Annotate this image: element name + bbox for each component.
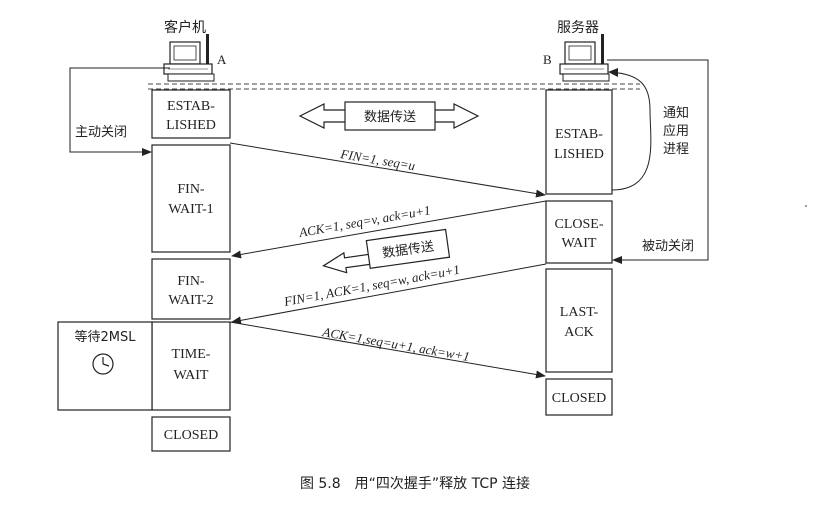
svg-text:WAIT-2: WAIT-2	[168, 293, 213, 308]
svg-text:CLOSED: CLOSED	[552, 391, 606, 406]
client-state-closed: CLOSED	[151, 416, 231, 452]
svg-text:TIME-: TIME-	[172, 347, 211, 362]
svg-text:CLOSED: CLOSED	[164, 428, 218, 443]
notify-label-2: 应用	[663, 123, 689, 139]
active-close-bracket	[69, 67, 170, 156]
data-transfer-double-arrow	[298, 101, 480, 131]
server-state-closed: CLOSED	[545, 378, 613, 416]
server-state-close-wait: CLOSE- WAIT	[545, 200, 613, 264]
svg-text:WAIT: WAIT	[174, 368, 209, 383]
server-state-established: ESTAB- LISHED	[545, 89, 613, 195]
clock-icon	[92, 353, 114, 375]
client-state-established: ESTAB- LISHED	[151, 89, 231, 139]
svg-text:LISHED: LISHED	[166, 118, 216, 133]
ack1-arrow	[231, 200, 547, 259]
client-letter: A	[217, 52, 227, 67]
active-close-label: 主动关闭	[75, 125, 127, 140]
svg-text:FIN-: FIN-	[177, 274, 205, 289]
svg-text:LISHED: LISHED	[554, 147, 604, 162]
svg-text:LAST-: LAST-	[560, 305, 599, 320]
client-label: 客户机	[164, 19, 206, 36]
svg-text:CLOSE-: CLOSE-	[555, 217, 604, 232]
client-state-fin-wait-1: FIN- WAIT-1	[151, 144, 231, 253]
svg-text:WAIT-1: WAIT-1	[168, 202, 213, 217]
svg-text:ESTAB-: ESTAB-	[167, 99, 215, 114]
svg-text:WAIT: WAIT	[562, 236, 597, 251]
wait-2msl-label: 等待2MSL	[75, 329, 137, 345]
fin2-label: FIN=1, ACK=1, seq=w, ack=u+1	[282, 262, 461, 309]
client-computer-icon	[163, 34, 215, 82]
svg-text:ESTAB-: ESTAB-	[555, 127, 603, 142]
fin1-label: FIN=1, seq=u	[339, 146, 417, 173]
server-computer-icon	[559, 34, 610, 82]
notify-application-arrow	[608, 68, 652, 191]
svg-text:ACK: ACK	[564, 325, 594, 340]
server-state-last-ack: LAST- ACK	[545, 268, 613, 373]
passive-close-label: 被动关闭	[642, 239, 694, 254]
client-state-time-wait: TIME- WAIT	[151, 321, 231, 411]
server-label: 服务器	[557, 20, 599, 36]
data-transfer-label-1: 数据传送	[364, 110, 416, 125]
passive-close-bracket	[607, 59, 709, 264]
figure-caption: 图 5.8 用“四次握手”释放 TCP 连接	[300, 475, 530, 492]
svg-text:FIN-: FIN-	[177, 182, 205, 197]
data-transfer-label-2: 数据传送	[381, 239, 435, 261]
notify-label-1: 通知	[663, 105, 689, 121]
notify-label-3: 进程	[663, 142, 689, 157]
server-letter: B	[543, 52, 552, 67]
fin2-arrow	[231, 263, 547, 325]
client-state-fin-wait-2: FIN- WAIT-2	[151, 258, 231, 320]
ack2-arrow	[229, 321, 546, 379]
ack2-label: ACK=1,seq=u+1, ack=w+1	[321, 324, 471, 364]
stray-dot	[805, 205, 807, 207]
fin1-arrow	[229, 142, 546, 198]
half-close-data-arrow: 数据传送	[322, 228, 451, 274]
